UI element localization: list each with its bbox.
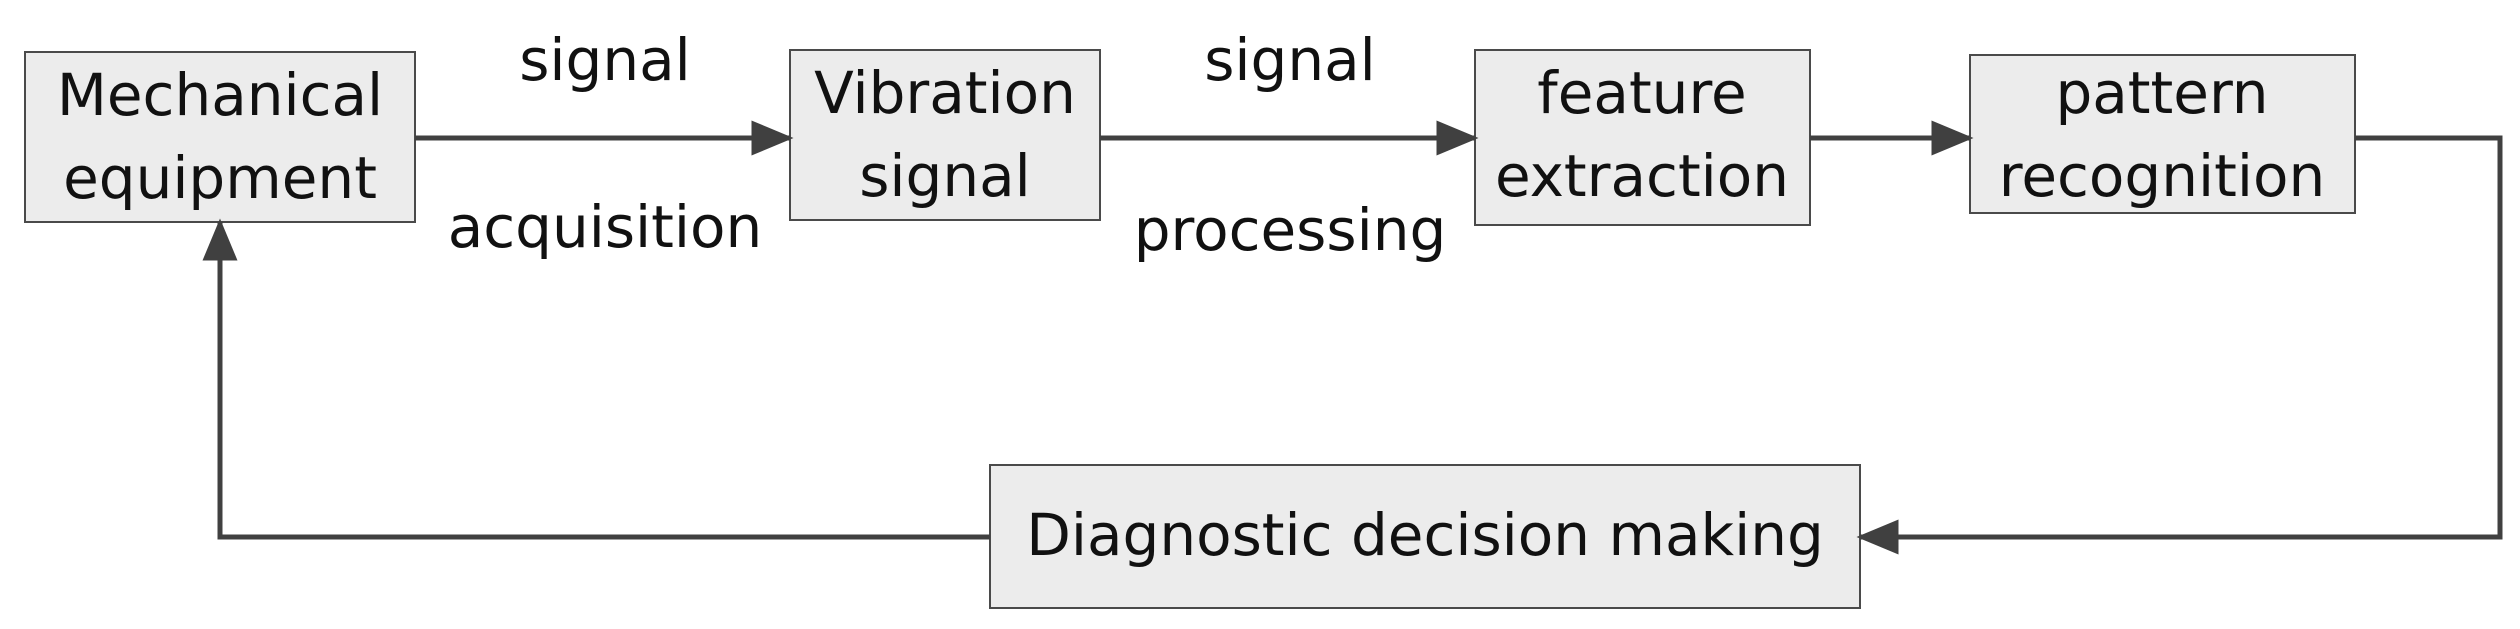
mechanical-equipment-label-line1: Mechanical (57, 61, 383, 129)
acquisition-edge-label-bottom: acquisition (448, 193, 763, 261)
diagnostic-decision-box: Diagnostic decision making (989, 464, 1861, 609)
vibration-signal-label-line1: Vibration (814, 59, 1076, 127)
processing-edge-label-bottom: processing (1134, 196, 1447, 264)
acquisition-edge-label-top: signal (519, 26, 691, 94)
edge-diagnostic-to-mechanical (202, 218, 990, 540)
edge-pattern-to-diagnostic (1856, 135, 2503, 555)
feature-extraction-label-line1: feature (1537, 59, 1746, 127)
vibration-signal-box: Vibration signal (789, 49, 1101, 221)
mechanical-equipment-box: Mechanical equipment (24, 51, 416, 223)
mechanical-equipment-label-line2: equipment (63, 144, 377, 212)
pattern-recognition-box: pattern recognition (1969, 54, 2356, 214)
pattern-recognition-label-line2: recognition (1999, 142, 2325, 210)
diagnostic-decision-label: Diagnostic decision making (1026, 501, 1824, 569)
feature-extraction-box: feature extraction (1474, 49, 1811, 226)
pattern-recognition-label-line1: pattern (2055, 59, 2268, 127)
feature-extraction-label-line2: extraction (1495, 142, 1789, 210)
vibration-signal-label-line2: signal (859, 142, 1031, 210)
processing-edge-label-top: signal (1204, 26, 1376, 94)
